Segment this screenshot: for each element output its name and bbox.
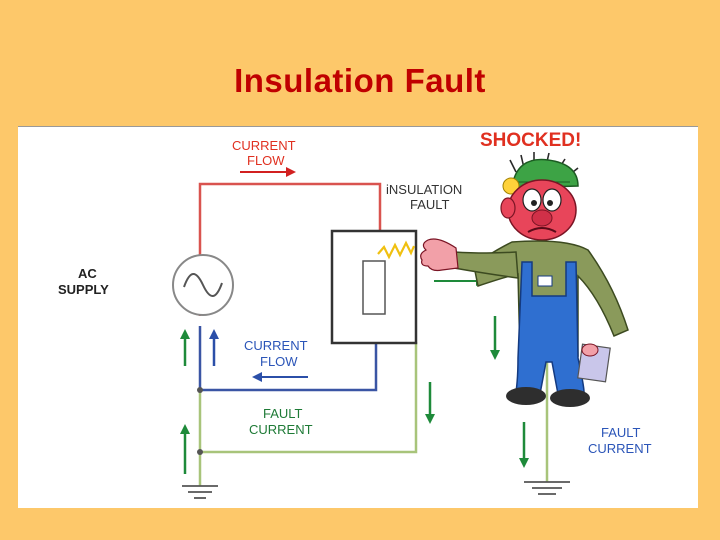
label-ac-supply: AC SUPPLY: [58, 266, 109, 297]
arrow-down-green-body: [490, 316, 500, 360]
shocked-worker-illustration: [420, 152, 629, 407]
label-fault-current-right: FAULT CURRENT: [588, 425, 652, 456]
label-fault-current-middle-line1: FAULT: [263, 406, 303, 421]
label-current-flow-bottom-line2: FLOW: [260, 354, 298, 369]
heating-element: [362, 260, 386, 315]
insulation-fault-diagram: CURRENT FLOW iNSULATION FAULT SHOCKED! A…: [58, 130, 652, 499]
label-fault-current-middle: FAULT CURRENT: [249, 406, 313, 437]
fault-spark: [377, 240, 416, 260]
arrow-current-flow-neutral: [252, 372, 308, 382]
ground-symbol-left: [182, 485, 218, 499]
label-current-flow-bottom-line1: CURRENT: [244, 338, 308, 353]
slide-title: Insulation Fault: [234, 62, 486, 99]
label-insulation-fault-line1: iNSULATION: [386, 182, 462, 197]
label-insulation-fault-line2: FAULT: [410, 197, 450, 212]
arrow-current-flow-live: [240, 167, 296, 177]
label-shocked: SHOCKED!: [480, 130, 581, 151]
label-current-flow-top: CURRENT FLOW: [232, 138, 299, 168]
label-fault-current-right-line2: CURRENT: [588, 441, 652, 456]
label-current-flow-top-line1: CURRENT: [232, 138, 296, 153]
arrow-up-green-lower: [180, 424, 190, 474]
arrow-down-green-appliance: [425, 382, 435, 424]
label-insulation-fault: iNSULATION FAULT: [386, 182, 466, 212]
label-current-flow-top-line2: FLOW: [247, 153, 285, 168]
junction-dot: [197, 449, 203, 455]
arrow-up-green-left: [180, 329, 190, 366]
label-ac-supply-line2: SUPPLY: [58, 282, 109, 297]
label-ac-supply-line1: AC: [78, 266, 97, 281]
ground-symbol-right: [524, 481, 570, 495]
junction-dot: [197, 387, 203, 393]
arrow-up-blue: [209, 329, 219, 366]
label-fault-current-middle-line2: CURRENT: [249, 422, 313, 437]
ac-source-symbol: [172, 254, 234, 316]
label-current-flow-bottom: CURRENT FLOW: [244, 338, 311, 369]
neutral-wire: [198, 318, 378, 392]
label-fault-current-right-line1: FAULT: [601, 425, 641, 440]
arrow-down-green-feet: [519, 422, 529, 468]
